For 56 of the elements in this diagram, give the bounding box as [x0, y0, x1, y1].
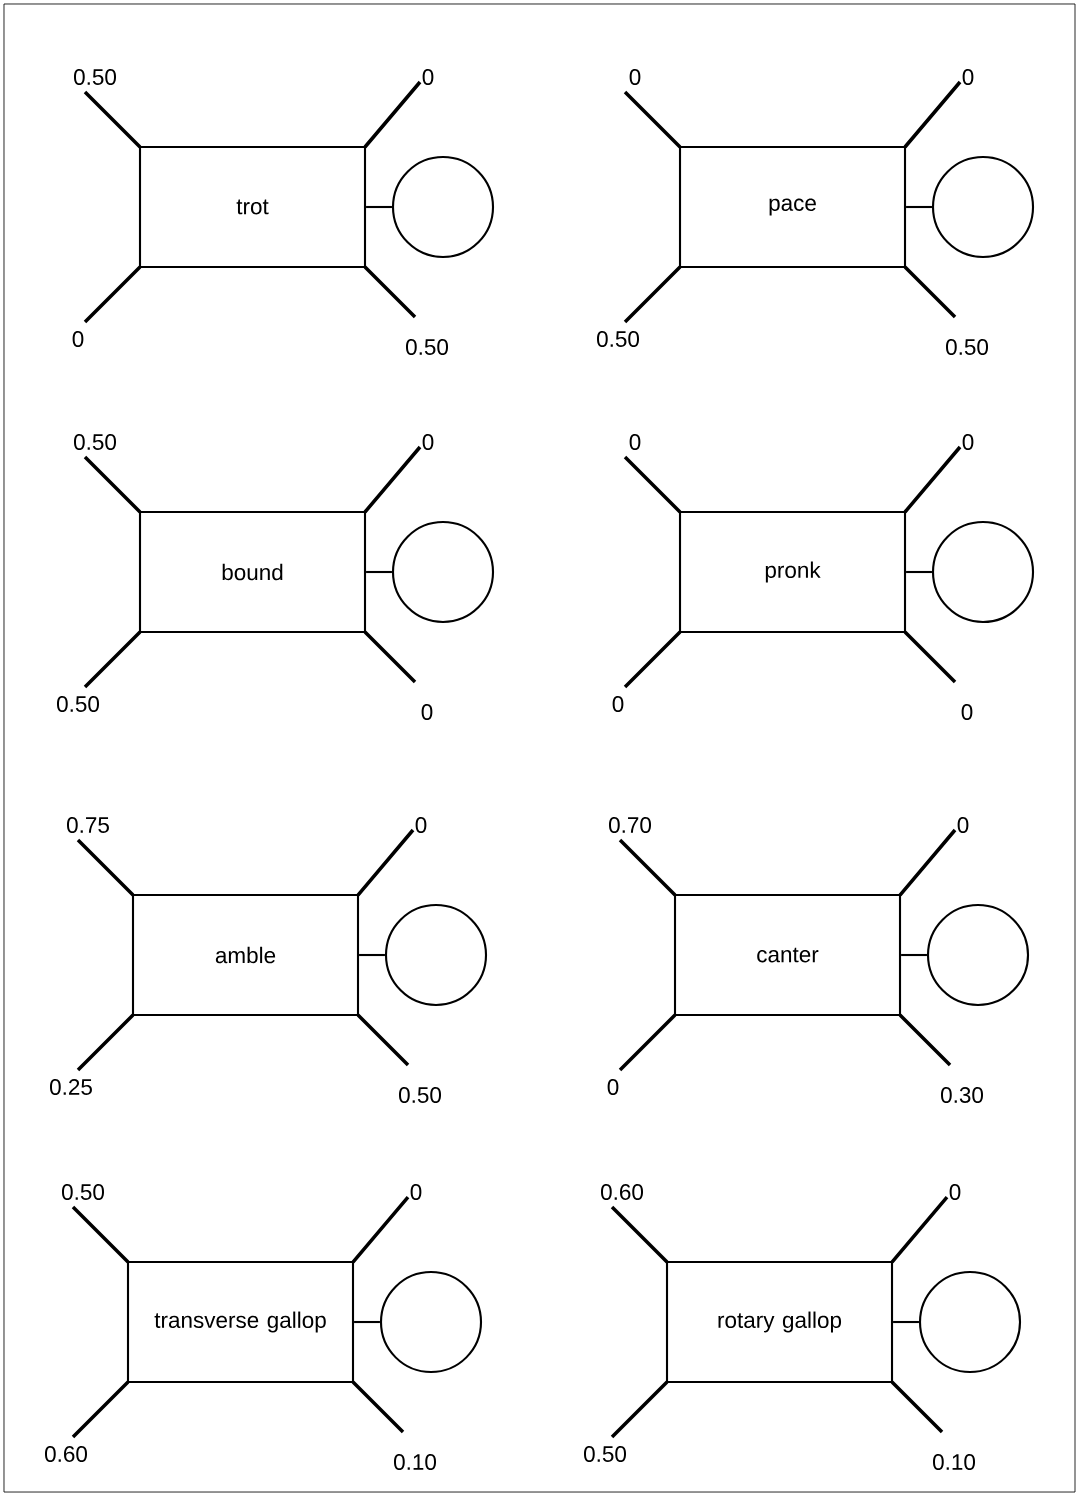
- body-box: canter: [673, 893, 902, 1017]
- leg-value: 0.50: [597, 331, 639, 347]
- neck-line: [901, 953, 927, 957]
- leg-value: 0.70: [609, 817, 651, 833]
- body-box: pronk: [678, 510, 907, 634]
- leg-value: 0.60: [601, 1184, 643, 1200]
- leg-value: 0: [612, 696, 624, 712]
- leg-value: 0: [410, 1184, 422, 1200]
- head-circle: [391, 520, 495, 624]
- neck-line: [366, 570, 392, 574]
- head-circle: [931, 155, 1035, 259]
- head-circle: [391, 155, 495, 259]
- leg-value: 0: [422, 69, 434, 85]
- neck-line: [359, 953, 385, 957]
- neck-line: [354, 1320, 380, 1324]
- leg-value: 0.50: [57, 696, 99, 712]
- leg-value: 0.50: [62, 1184, 104, 1200]
- leg-value: 0.60: [45, 1446, 87, 1462]
- leg-value: 0: [72, 331, 84, 347]
- leg-value: 0.25: [50, 1079, 92, 1095]
- head-circle: [926, 903, 1030, 1007]
- leg-value: 0.10: [933, 1454, 975, 1470]
- body-box: trot: [138, 145, 367, 269]
- leg-value: 0.50: [399, 1087, 441, 1103]
- leg-value: 0: [415, 817, 427, 833]
- leg-value: 0.10: [394, 1454, 436, 1470]
- body-box: bound: [138, 510, 367, 634]
- neck-line: [906, 205, 932, 209]
- leg-value: 0: [629, 434, 641, 450]
- leg-value: 0: [629, 69, 641, 85]
- leg-value: 0: [422, 434, 434, 450]
- body-box: transverse gallop: [126, 1260, 355, 1384]
- leg-value: 0.75: [67, 817, 109, 833]
- neck-line: [366, 205, 392, 209]
- leg-value: 0.50: [946, 339, 988, 355]
- neck-line: [893, 1320, 919, 1324]
- body-box: pace: [678, 145, 907, 269]
- leg-value: 0: [957, 817, 969, 833]
- head-circle: [931, 520, 1035, 624]
- leg-value: 0.50: [584, 1446, 626, 1462]
- neck-line: [906, 570, 932, 574]
- body-box: rotary gallop: [665, 1260, 894, 1384]
- head-circle: [384, 903, 488, 1007]
- head-circle: [379, 1270, 483, 1374]
- leg-value: 0: [961, 704, 973, 720]
- leg-value: 0: [421, 704, 433, 720]
- head-circle: [918, 1270, 1022, 1374]
- leg-value: 0.50: [406, 339, 448, 355]
- leg-value: 0: [962, 69, 974, 85]
- body-box: amble: [131, 893, 360, 1017]
- leg-value: 0: [607, 1079, 619, 1095]
- leg-value: 0: [962, 434, 974, 450]
- leg-value: 0: [949, 1184, 961, 1200]
- leg-value: 0.50: [74, 434, 116, 450]
- leg-value: 0.30: [941, 1087, 983, 1103]
- leg-value: 0.50: [74, 69, 116, 85]
